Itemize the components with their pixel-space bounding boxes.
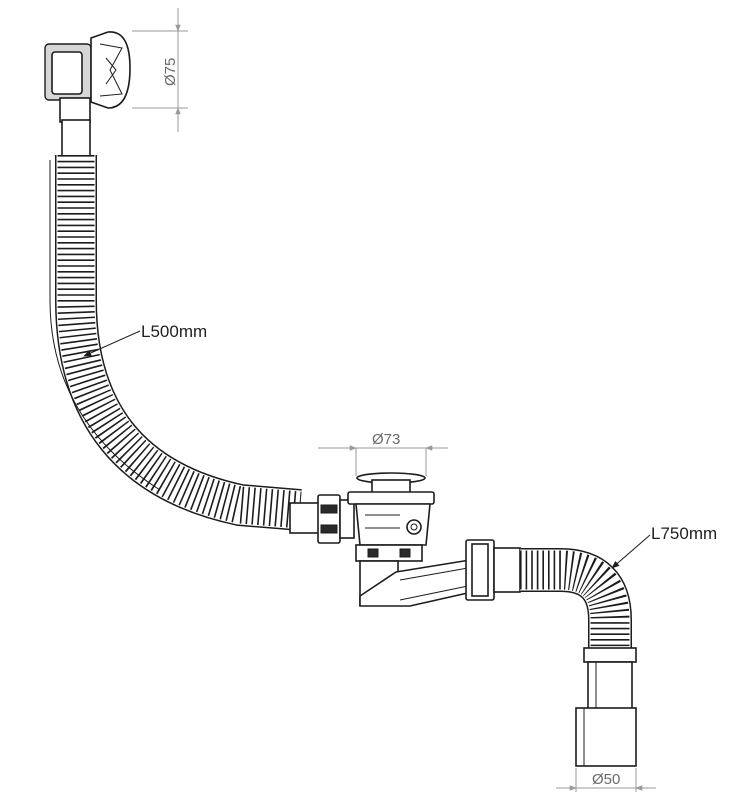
overflow-head: [44, 31, 131, 123]
overflow-coupling-nut: [317, 494, 355, 544]
overflow-diameter-label: Ø75: [162, 58, 179, 86]
overflow-hose-end: [289, 502, 321, 534]
overflow-hose-length-label: L500mm: [141, 322, 207, 341]
outlet-hose-length-label: L750mm: [651, 524, 717, 543]
outlet-coupling: [465, 539, 521, 601]
overflow-hose: [49, 155, 302, 531]
plug-diameter-label: Ø73: [372, 431, 400, 448]
dimension-overflow-diameter: Ø75: [132, 8, 188, 132]
dimension-plug-diameter: Ø73: [318, 431, 448, 476]
overflow-hose-callout: L500mm: [83, 322, 207, 357]
outlet-diameter-label: Ø50: [592, 771, 620, 788]
waste-body: [347, 472, 435, 606]
outlet-hose: [520, 548, 632, 650]
outlet-hose-callout: L750mm: [611, 524, 717, 569]
overflow-collar: [61, 119, 91, 157]
dimension-outlet-diameter: Ø50: [556, 768, 656, 792]
outlet-tail: [575, 647, 637, 767]
